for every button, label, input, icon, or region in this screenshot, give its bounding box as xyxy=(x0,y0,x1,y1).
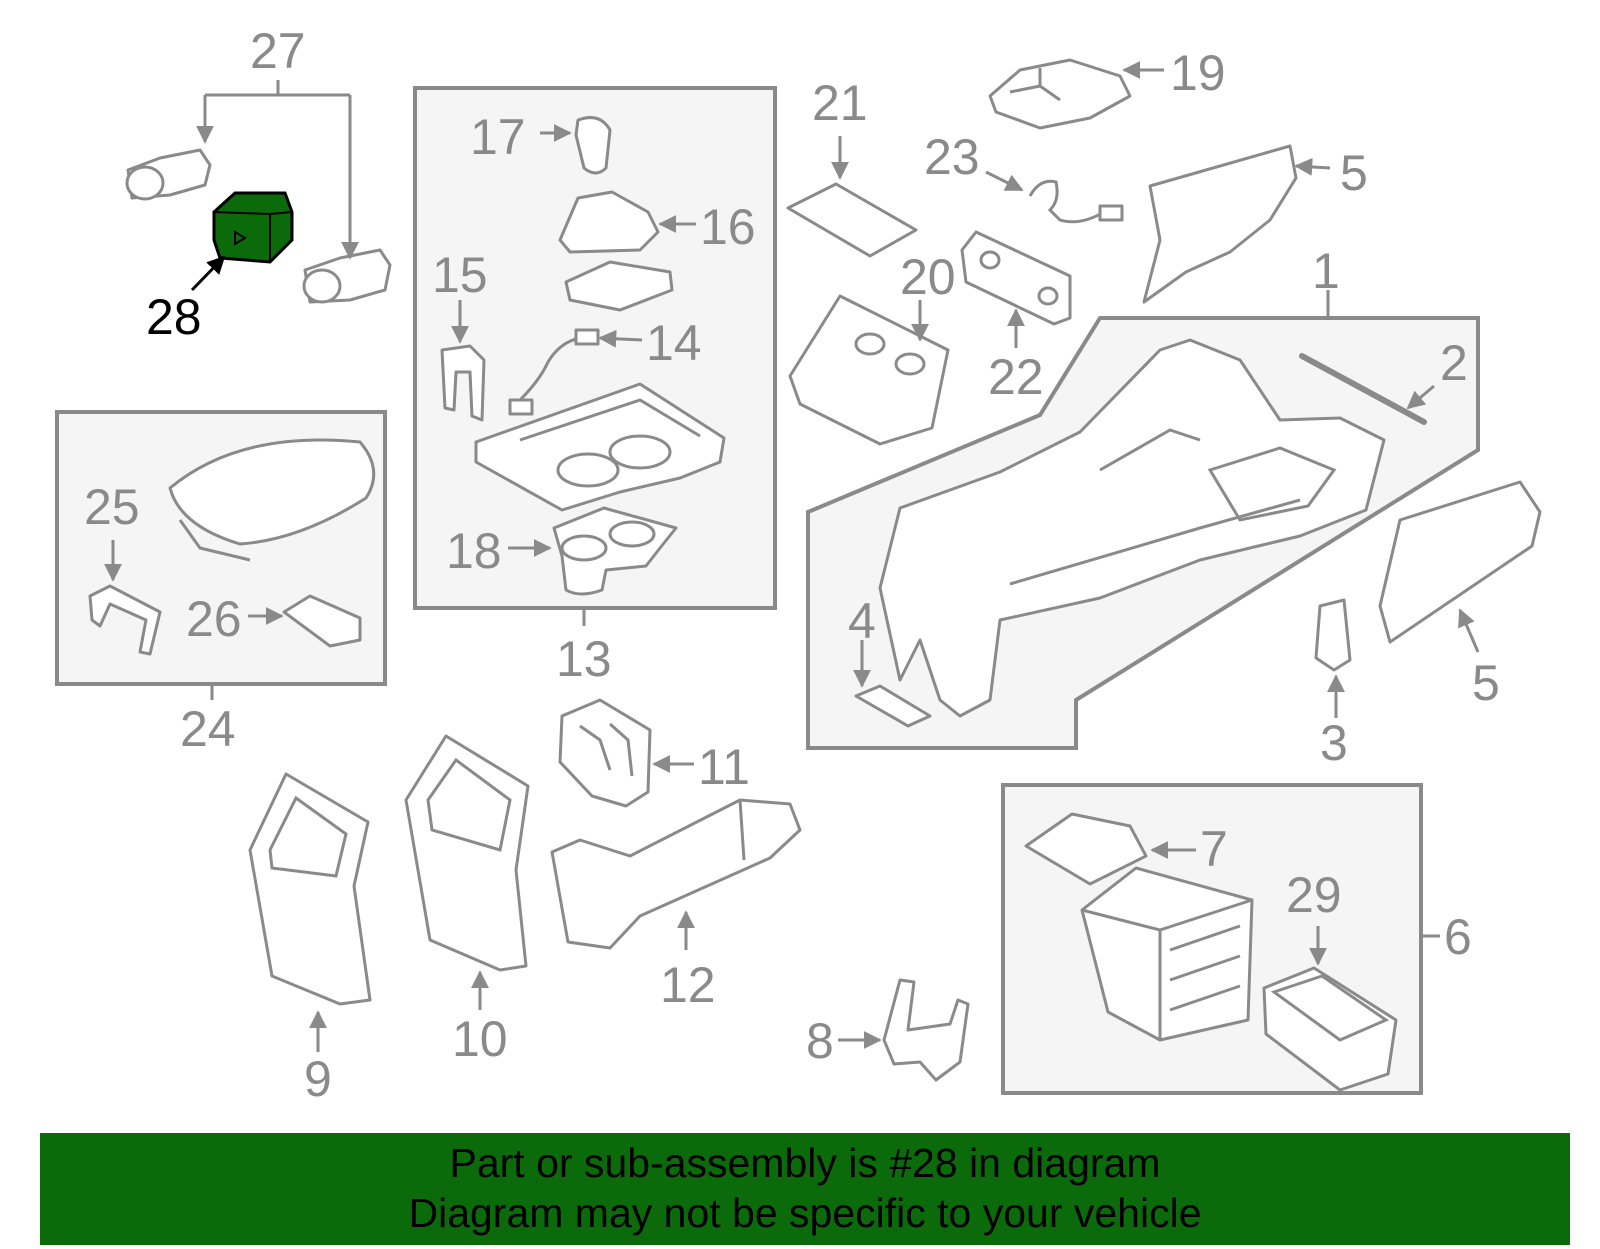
callout-29: 29 xyxy=(1286,867,1342,923)
callout-4: 4 xyxy=(848,593,876,649)
callout-21: 21 xyxy=(812,75,868,131)
part-16-shift-boot[interactable] xyxy=(558,190,696,254)
info-banner: Part or sub-assembly is #28 in diagram D… xyxy=(40,1133,1570,1245)
console-tray[interactable] xyxy=(474,382,726,512)
part-15-bracket[interactable] xyxy=(440,300,486,422)
part-26-bracket[interactable] xyxy=(248,594,362,648)
callout-16: 16 xyxy=(700,199,756,255)
callout-2: 2 xyxy=(1440,335,1468,391)
part-18-cup-holder[interactable] xyxy=(508,506,678,596)
callout-5-lower: 5 xyxy=(1472,655,1500,711)
part-10-cover[interactable] xyxy=(404,734,530,1010)
part-22-bracket[interactable] xyxy=(960,230,1072,348)
callout-11: 11 xyxy=(698,739,750,795)
part-25-bracket[interactable] xyxy=(88,540,162,656)
callout-22: 22 xyxy=(988,349,1044,405)
part-11-vent[interactable] xyxy=(558,698,694,808)
callout-18: 18 xyxy=(446,523,502,579)
part-7-lid[interactable] xyxy=(1024,812,1196,886)
part-12-duct[interactable] xyxy=(550,798,802,950)
callout-1: 1 xyxy=(1312,243,1340,299)
part-9-cover[interactable] xyxy=(248,772,372,1052)
callout-10: 10 xyxy=(452,1011,508,1067)
part-8-bracket[interactable] xyxy=(838,978,970,1082)
part-5-side-panel-lower[interactable] xyxy=(1378,480,1542,653)
callout-7: 7 xyxy=(1200,821,1228,877)
callout-25: 25 xyxy=(84,479,140,535)
part-19-switch[interactable] xyxy=(988,58,1164,130)
part-24-armrest[interactable] xyxy=(168,438,376,562)
callout-14: 14 xyxy=(646,315,702,371)
part-21-pad[interactable] xyxy=(786,136,918,258)
callout-28: 28 xyxy=(146,289,202,345)
callout-9: 9 xyxy=(304,1051,332,1107)
part-14-wiring[interactable] xyxy=(508,328,643,416)
part-5-side-panel-upper[interactable] xyxy=(1142,144,1331,304)
banner-line-1: Part or sub-assembly is #28 in diagram xyxy=(449,1140,1161,1186)
part-20-tray[interactable] xyxy=(788,294,950,446)
callout-6: 6 xyxy=(1444,909,1472,965)
callout-27: 27 xyxy=(250,23,306,79)
part-27-sockets[interactable] xyxy=(125,80,392,304)
part-4-bracket[interactable] xyxy=(853,640,932,728)
callout-23: 23 xyxy=(924,129,980,185)
part-23-wire[interactable] xyxy=(985,170,1124,224)
callout-24: 24 xyxy=(180,701,236,757)
callout-5-upper: 5 xyxy=(1340,145,1368,201)
callout-3: 3 xyxy=(1320,715,1348,771)
callout-26: 26 xyxy=(186,591,242,647)
part-1-console[interactable] xyxy=(878,290,1386,718)
callout-13: 13 xyxy=(556,631,612,687)
callout-12: 12 xyxy=(660,957,716,1013)
callout-17: 17 xyxy=(470,109,526,165)
callout-8: 8 xyxy=(806,1013,834,1069)
part-28-highlighted[interactable] xyxy=(190,191,294,292)
callout-19: 19 xyxy=(1170,45,1226,101)
part-2-strip[interactable] xyxy=(1299,353,1435,425)
part-17-shift-knob[interactable] xyxy=(540,116,612,175)
callout-20: 20 xyxy=(900,249,956,305)
storage-bin[interactable] xyxy=(1080,866,1254,1042)
part-29-tray[interactable] xyxy=(1262,926,1398,1092)
part-3-clip[interactable] xyxy=(1314,598,1352,718)
callout-15: 15 xyxy=(432,247,488,303)
banner-line-2: Diagram may not be specific to your vehi… xyxy=(408,1190,1202,1236)
shift-bezel[interactable] xyxy=(564,260,674,312)
